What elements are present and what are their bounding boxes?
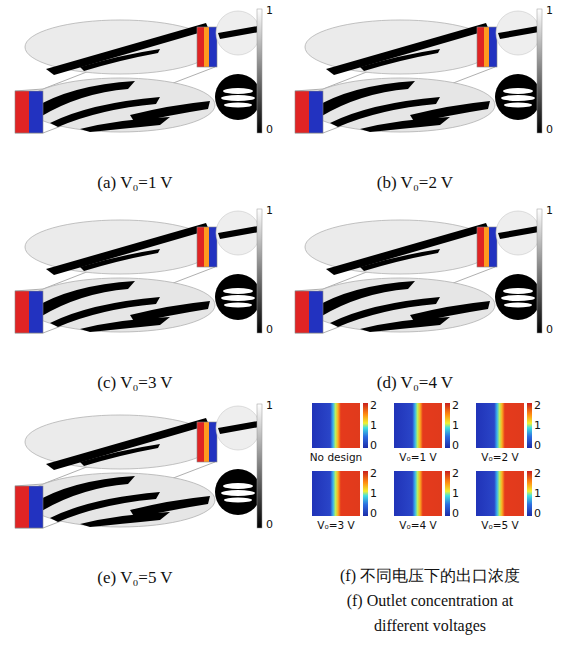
colorbar-tick: 1 <box>534 419 541 432</box>
colorbar-tick: 2 <box>370 399 377 412</box>
colorbar-tick: 0 <box>266 123 273 136</box>
heatmap-label: V₀=2 V <box>464 451 536 464</box>
panel-illustration <box>295 9 542 133</box>
colorbar-tick: 1 <box>266 399 273 412</box>
subfigure-caption: (f) Outlet concentration at different vo… <box>320 588 540 638</box>
colorbar-tick: 0 <box>266 518 273 531</box>
subfigure-caption: (b) V₀=2 V <box>290 172 540 194</box>
colorbar-tick: 0 <box>370 439 377 452</box>
colorbar-tick: 1 <box>546 4 553 17</box>
heatmap <box>312 471 360 516</box>
colorbar-tick: 1 <box>370 419 377 432</box>
colorbar-tick: 0 <box>452 439 459 452</box>
colorbar-tick: 1 <box>534 487 541 500</box>
colorbar-tick: 1 <box>266 4 273 17</box>
subfigure-caption: (c) V₀=3 V <box>10 372 260 394</box>
heatmap-label: No design <box>300 451 372 464</box>
heatmap <box>476 471 524 516</box>
colorbar-tick: 0 <box>266 323 273 336</box>
subfigure-caption: (d) V₀=4 V <box>290 372 540 394</box>
colorbar-tick: 2 <box>370 467 377 480</box>
colorbar-tick: 0 <box>546 123 553 136</box>
color-bar <box>527 471 532 516</box>
color-bar <box>363 471 368 516</box>
colorbar-tick: 2 <box>534 399 541 412</box>
heatmap-label: V₀=3 V <box>300 519 372 532</box>
colorbar-tick: 0 <box>546 323 553 336</box>
heatmap <box>394 471 442 516</box>
colorbar-tick: 0 <box>370 507 377 520</box>
heatmap-label: V₀=1 V <box>382 451 454 464</box>
color-bar <box>445 471 450 516</box>
colorbar-tick: 1 <box>452 419 459 432</box>
colorbar-tick: 1 <box>266 204 273 217</box>
panel-illustration <box>295 209 542 333</box>
color-bar <box>363 403 368 448</box>
colorbar-tick: 2 <box>452 467 459 480</box>
heatmap <box>476 403 524 448</box>
heatmap-label: V₀=5 V <box>464 519 536 532</box>
colorbar-tick: 1 <box>370 487 377 500</box>
colorbar-tick: 1 <box>452 487 459 500</box>
color-bar <box>445 403 450 448</box>
heatmap <box>394 403 442 448</box>
subfigure-caption: (e) V₀=5 V <box>10 567 260 589</box>
color-bar <box>527 403 532 448</box>
panel-illustration <box>15 209 262 333</box>
panel-illustration <box>15 9 262 133</box>
colorbar-tick: 2 <box>452 399 459 412</box>
subfigure-caption: (f) 不同电压下的出口浓度 <box>300 563 560 588</box>
heatmap <box>312 403 360 448</box>
subfigure-caption: (a) V₀=1 V <box>10 172 260 194</box>
colorbar-tick: 0 <box>534 507 541 520</box>
colorbar-tick: 0 <box>534 439 541 452</box>
colorbar-tick: 0 <box>452 507 459 520</box>
panel-illustration <box>15 404 262 528</box>
heatmap-label: V₀=4 V <box>382 519 454 532</box>
colorbar-tick: 1 <box>546 204 553 217</box>
colorbar-tick: 2 <box>534 467 541 480</box>
